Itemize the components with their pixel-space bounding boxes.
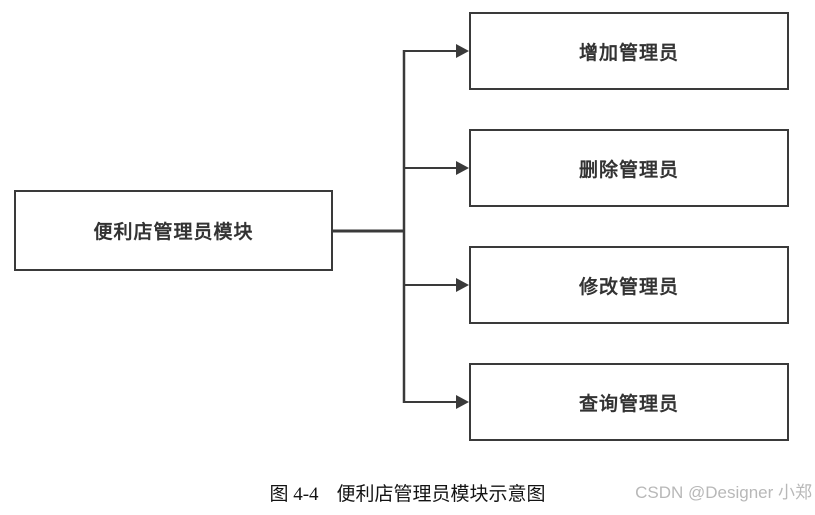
node-query-admin: 查询管理员 xyxy=(469,363,789,441)
node-root-label: 便利店管理员模块 xyxy=(93,222,254,243)
figure-caption-title: 便利店管理员模块示意图 xyxy=(336,484,546,505)
node-query-admin-label: 查询管理员 xyxy=(578,393,679,415)
arrowhead-icon xyxy=(456,278,469,292)
figure-caption-number: 图 4-4 xyxy=(269,484,319,505)
node-modify-admin-label: 修改管理员 xyxy=(578,276,679,298)
node-add-admin-label: 增加管理员 xyxy=(578,42,679,64)
node-root-module: 便利店管理员模块 xyxy=(14,190,333,271)
arrowhead-icon xyxy=(456,161,469,175)
node-delete-admin-label: 删除管理员 xyxy=(578,159,679,181)
arrowhead-icon xyxy=(456,395,469,409)
figure-caption: 图 4-4 便利店管理员模块示意图 xyxy=(0,479,815,506)
node-delete-admin: 删除管理员 xyxy=(469,129,789,207)
node-modify-admin: 修改管理员 xyxy=(469,246,789,324)
arrowhead-icon xyxy=(456,44,469,58)
watermark-text: CSDN @Designer 小郑 xyxy=(635,483,812,502)
node-add-admin: 增加管理员 xyxy=(469,12,789,90)
